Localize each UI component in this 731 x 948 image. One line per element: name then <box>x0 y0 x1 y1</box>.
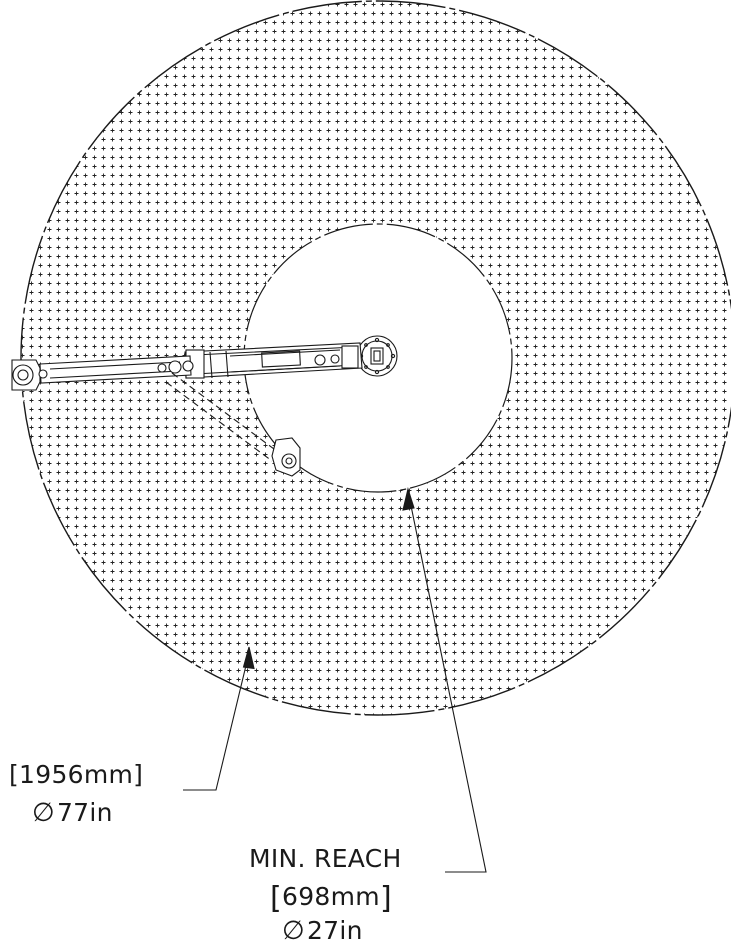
diameter-symbol-icon: ∅ <box>282 916 305 946</box>
outer-reach-metric-label: [1956mm] <box>9 760 144 789</box>
outer-reach-leader <box>183 646 255 791</box>
bracket-close: ] <box>379 881 392 916</box>
min-reach-metric-value: 698mm <box>282 882 380 911</box>
outer-reach-circle <box>20 0 731 716</box>
min-reach-imperial-label: ∅27in <box>282 918 363 944</box>
min-reach-imperial-value: 27in <box>306 916 363 945</box>
forearm-folded <box>165 372 279 462</box>
min-reach-title: MIN. REACH <box>249 844 402 873</box>
robot-base <box>356 335 398 377</box>
bracket-open: [ <box>270 881 283 916</box>
robot-arm <box>11 335 398 477</box>
min-reach-metric-label: [698mm] <box>270 884 392 914</box>
forearm-extended <box>39 355 194 384</box>
upper-arm <box>184 342 363 379</box>
outer-reach-imperial-value: 77in <box>56 798 113 827</box>
diameter-symbol-icon: ∅ <box>32 798 55 828</box>
end-effector-folded <box>271 437 301 477</box>
min-reach-leader <box>402 486 487 873</box>
end-effector-extended <box>11 359 48 391</box>
outer-reach-imperial-label: ∅77in <box>32 800 113 826</box>
